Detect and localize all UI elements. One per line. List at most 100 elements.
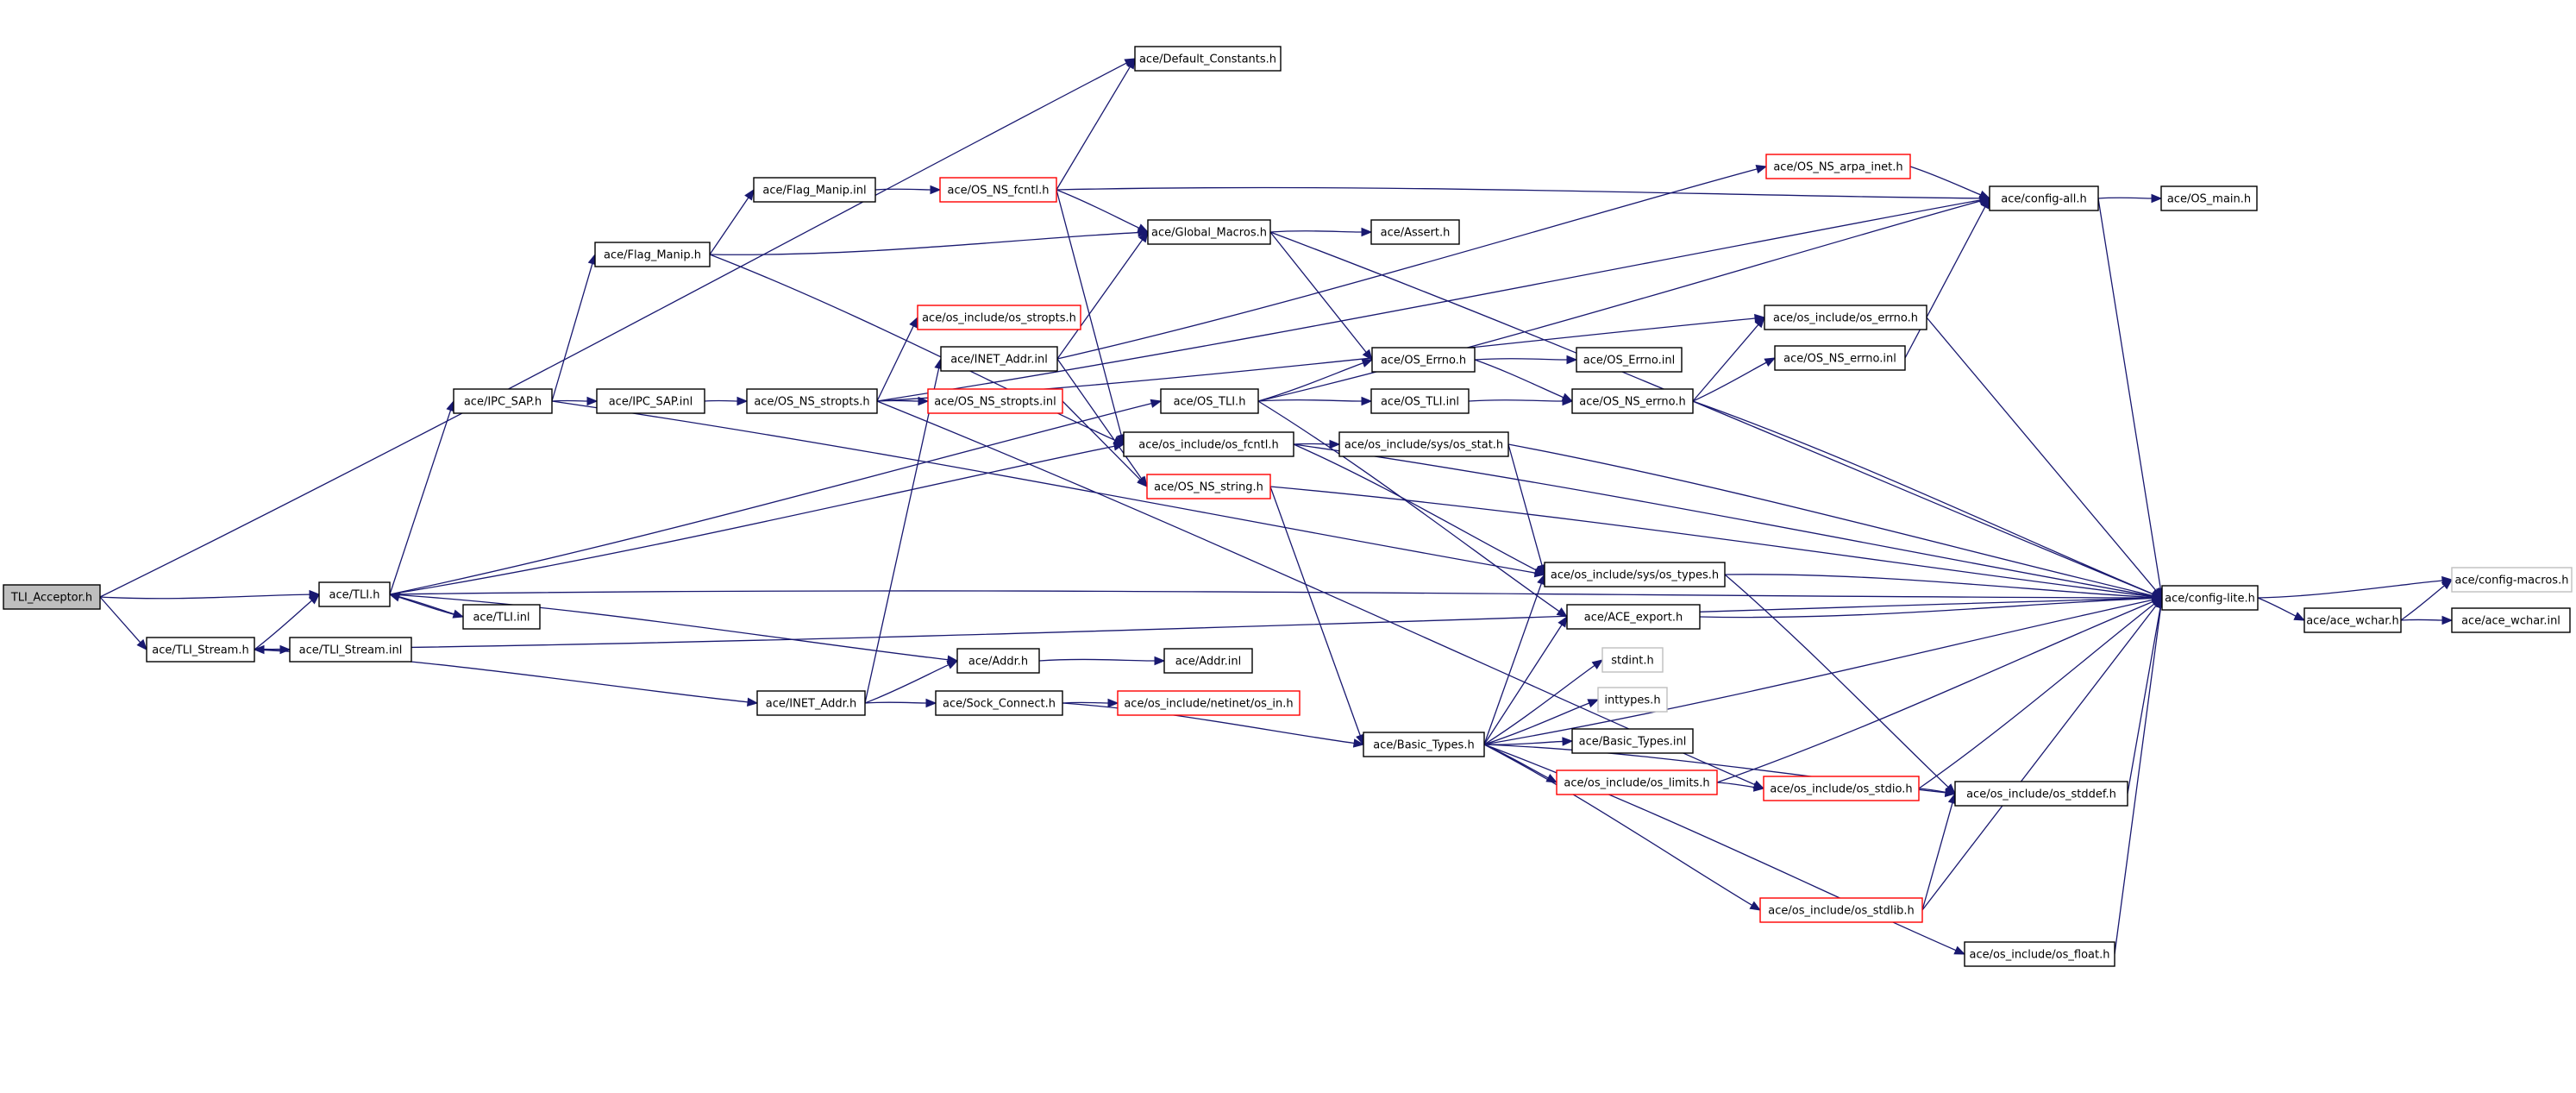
node-os-stdlib-h[interactable]: ace/os_include/os_stdlib.h [1759, 897, 1923, 923]
node-tli-h[interactable]: ace/TLI.h [318, 581, 391, 607]
edge-tli_stream_h-to-config_lite_h [254, 594, 2164, 650]
edge-line [709, 197, 749, 255]
edge-os_errno_h-to-os_errno_inl [1474, 355, 1578, 365]
node-os-errno-h[interactable]: ace/OS_Errno.h [1371, 347, 1476, 373]
edge-line [1269, 486, 2153, 598]
node-tli-acceptor-h[interactable]: TLI_Acceptor.h [3, 584, 101, 610]
node-os-ns-errno-inl[interactable]: ace/OS_NS_errno.inl [1774, 345, 1906, 371]
edge-line [1909, 166, 1982, 196]
node-os-float-h[interactable]: ace/os_include/os_float.h [1964, 941, 2115, 967]
node-os-stdio-h[interactable]: ace/os_include/os_stdio.h [1763, 776, 1920, 801]
node-config-all-h[interactable]: ace/config-all.h [1989, 185, 2099, 211]
node-label: ace/os_include/sys/os_types.h [1551, 569, 1719, 582]
edge-line [2127, 606, 2161, 795]
node-ipc-sap-inl[interactable]: ace/IPC_SAP.inl [596, 388, 705, 414]
node-assert-h[interactable]: ace/Assert.h [1370, 219, 1460, 245]
edge-line [1692, 324, 1759, 402]
node-os-in-h[interactable]: ace/os_include/netinet/os_in.h [1117, 690, 1301, 716]
edge-line [1293, 443, 2153, 597]
node-box [1160, 388, 1259, 414]
node-os-ns-stropts-inl[interactable]: ace/OS_NS_stropts.inl [927, 388, 1063, 414]
node-inet-addr-inl[interactable]: ace/INET_Addr.inl [940, 346, 1058, 372]
edge-line [1692, 361, 1767, 402]
edge-ace_wchar_h-to-config_macros_h [2400, 579, 2454, 621]
edge-line [1293, 443, 1537, 571]
node-inttypes-h[interactable]: inttypes.h [1597, 687, 1668, 713]
node-basic-types-inl[interactable]: ace/Basic_Types.inl [1571, 728, 1694, 754]
arrowhead-icon [136, 638, 147, 650]
edge-line [1926, 317, 2157, 591]
node-ace-wchar-inl[interactable]: ace/ace_wchar.inl [2451, 607, 2571, 633]
node-os-tli-inl[interactable]: ace/OS_TLI.inl [1370, 388, 1470, 414]
node-basic-types-h[interactable]: ace/Basic_Types.h [1363, 732, 1485, 757]
node-sock-connect-h[interactable]: ace/Sock_Connect.h [935, 690, 1063, 716]
node-os-limits-h[interactable]: ace/os_include/os_limits.h [1556, 769, 1718, 795]
edge-tli_h-to-os_include_os_fcntl_h [389, 442, 1125, 595]
node-label: ace/Basic_Types.inl [1579, 736, 1687, 749]
node-global-macros-h[interactable]: ace/Global_Macros.h [1147, 219, 1271, 245]
node-os-ns-arpa-inet-h[interactable]: ace/OS_NS_arpa_inet.h [1765, 154, 1911, 179]
node-os-include-os-stropts-h[interactable]: ace/os_include/os_stropts.h [917, 305, 1081, 330]
node-os-stddef-h[interactable]: ace/os_include/os_stddef.h [1954, 781, 2128, 807]
node-box [594, 242, 711, 267]
edge-os_tli_h-to-ace_export_h [1257, 400, 1569, 618]
edge-os_ns_fcntl_h-to-default_constants_h [1056, 57, 1136, 191]
edge-ipc_sap_h-to-flag_manip_h [551, 253, 597, 402]
node-os-main-h[interactable]: ace/OS_main.h [2160, 185, 2258, 211]
node-box [1123, 431, 1294, 457]
node-os-errno-inl[interactable]: ace/OS_Errno.inl [1576, 347, 1683, 373]
edge-line [1062, 400, 1141, 481]
arrowhead-icon [1361, 396, 1373, 406]
node-label: ace/os_include/netinet/os_in.h [1124, 698, 1293, 711]
arrowhead-icon [2293, 612, 2306, 621]
arrowhead-icon [1562, 737, 1574, 746]
node-sys-os-stat-h[interactable]: ace/os_include/sys/os_stat.h [1338, 431, 1509, 457]
edge-config_lite_h-to-ace_wchar_h [2257, 597, 2306, 621]
node-box [956, 648, 1040, 674]
arrowhead-icon [1150, 399, 1163, 408]
node-addr-inl[interactable]: ace/Addr.inl [1163, 648, 1253, 674]
node-flag-manip-inl[interactable]: ace/Flag_Manip.inl [753, 177, 876, 203]
node-box [1763, 776, 1920, 801]
node-os-include-os-fcntl-h[interactable]: ace/os_include/os_fcntl.h [1123, 431, 1294, 457]
edge-line [389, 403, 1152, 595]
edge-os_tli_inl-to-os_ns_errno_h [1468, 396, 1574, 406]
node-stdint-h[interactable]: stdint.h [1601, 647, 1664, 673]
edge-basic_types_h-to-sys_os_types_h [1483, 573, 1546, 745]
node-os-include-os-errno-h[interactable]: ace/os_include/os_errno.h [1764, 305, 1927, 330]
node-box [746, 388, 878, 414]
edge-line [1904, 206, 1986, 359]
node-config-lite-h[interactable]: ace/config-lite.h [2161, 585, 2259, 611]
node-sys-os-types-h[interactable]: ace/os_include/sys/os_types.h [1544, 562, 1726, 587]
node-box [1774, 345, 1906, 371]
node-flag-manip-h[interactable]: ace/Flag_Manip.h [594, 242, 711, 267]
node-inet-addr-h[interactable]: ace/INET_Addr.h [756, 690, 866, 716]
node-os-ns-errno-h[interactable]: ace/OS_NS_errno.h [1571, 388, 1694, 414]
node-default-constants-h[interactable]: ace/Default_Constants.h [1134, 46, 1282, 72]
node-box [1363, 732, 1485, 757]
node-config-macros-h[interactable]: ace/config-macros.h [2451, 567, 2573, 593]
node-ace-wchar-h[interactable]: ace/ace_wchar.h [2303, 607, 2402, 633]
node-box [917, 305, 1081, 330]
node-label: ace/os_include/os_errno.h [1773, 312, 1918, 325]
arrowhead-icon [1329, 439, 1341, 449]
edge-os_ns_errno_h-to-os_ns_errno_inl [1692, 357, 1777, 402]
edge-line [1269, 230, 1363, 233]
node-ipc-sap-h[interactable]: ace/IPC_SAP.h [453, 388, 553, 414]
node-os-ns-fcntl-h[interactable]: ace/OS_NS_fcntl.h [939, 177, 1057, 203]
node-os-ns-stropts-h[interactable]: ace/OS_NS_stropts.h [746, 388, 878, 414]
node-os-tli-h[interactable]: ace/OS_TLI.h [1160, 388, 1259, 414]
node-box [1556, 769, 1718, 795]
node-label: ace/ace_wchar.inl [2461, 615, 2560, 628]
edge-os_include_os_errno_h-to-config_lite_h [1926, 317, 2163, 600]
node-tli-stream-h[interactable]: ace/TLI_Stream.h [146, 637, 255, 663]
node-os-ns-string-h[interactable]: ace/OS_NS_string.h [1146, 474, 1271, 499]
node-label: ace/OS_NS_errno.h [1579, 396, 1686, 409]
node-addr-h[interactable]: ace/Addr.h [956, 648, 1040, 674]
edge-tli_h-to-ipc_sap_h [389, 399, 455, 595]
node-ace-export-h[interactable]: ace/ACE_export.h [1566, 604, 1701, 630]
dependency-edges [99, 57, 2454, 955]
node-tli-inl[interactable]: ace/TLI.inl [462, 604, 541, 630]
node-tli-stream-inl[interactable]: ace/TLI_Stream.inl [289, 637, 412, 663]
